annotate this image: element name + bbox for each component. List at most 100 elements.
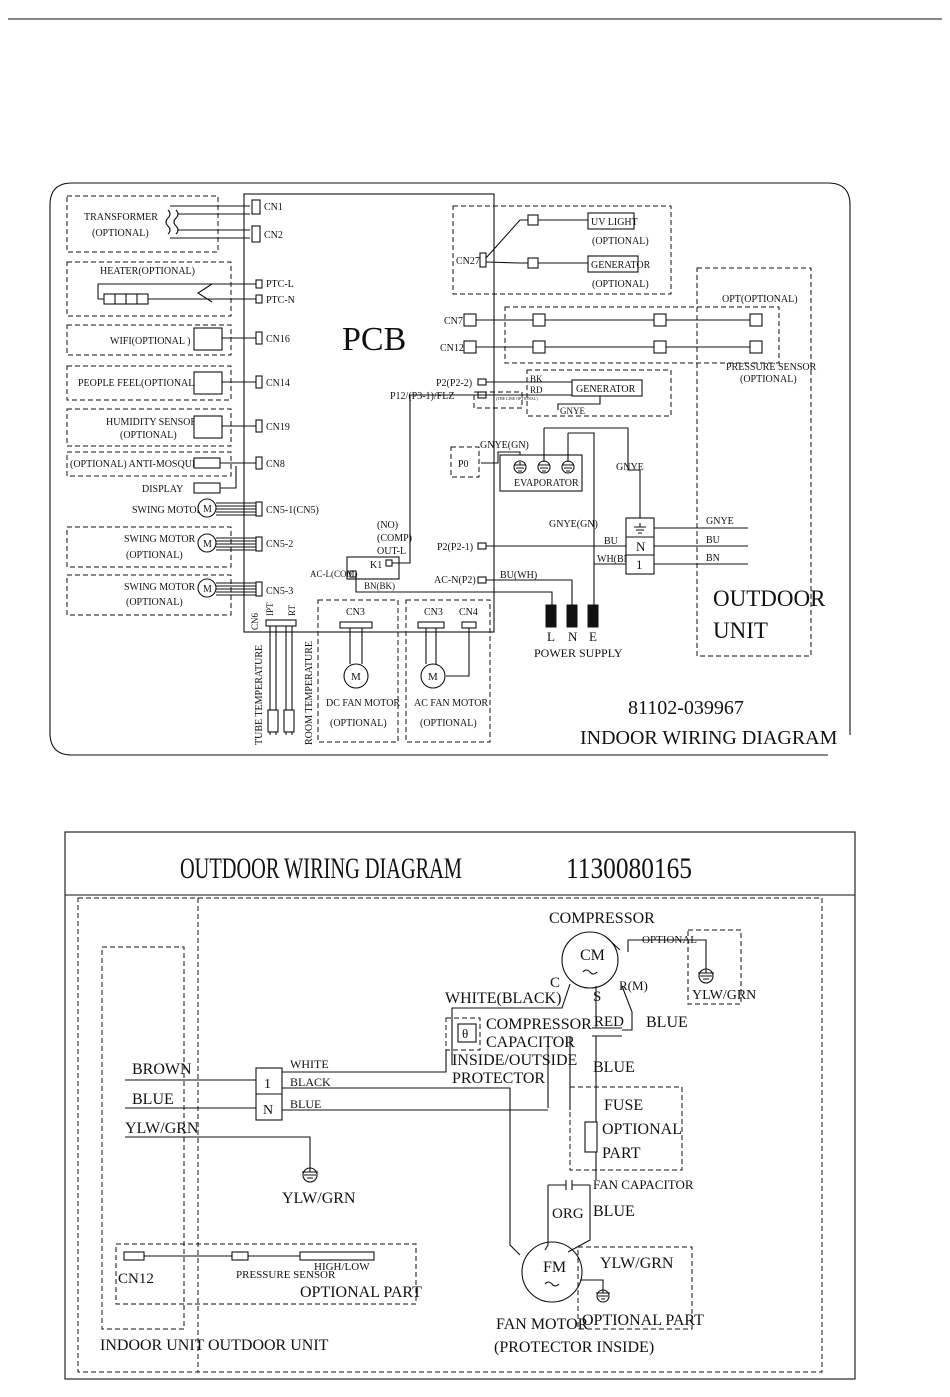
fan-motor-icon <box>521 1241 583 1303</box>
ylwgrn-ground-label: YLW/GRN <box>282 1190 356 1207</box>
outdoor-unit-label: OUTDOOR UNIT <box>208 1337 329 1354</box>
fuse-label: FUSE <box>604 1097 643 1114</box>
ground-icon-fm <box>596 1290 610 1300</box>
bn-bk-label: BN(BK) <box>364 581 395 591</box>
outdoor-wiring-diagram: OUTDOOR WIRING DIAGRAM 1130080165 COMPRE… <box>64 831 856 1380</box>
blue-right-label: BLUE <box>646 1014 688 1031</box>
dc-fan-motor-icon <box>343 663 369 689</box>
cn4-label: CN4 <box>459 607 478 618</box>
cn12-label: CN12 <box>118 1271 154 1287</box>
ylwgrn-label: YLW/GRN <box>125 1120 199 1137</box>
dc-cn3-label: CN3 <box>346 607 365 618</box>
pressure-sensor-label: PRESSURE SENSOR <box>726 362 817 373</box>
out-l-label: OUT-L <box>377 546 406 557</box>
humidity-optional: (OPTIONAL) <box>120 430 177 441</box>
people-feel-box <box>66 365 232 401</box>
outdoor-part-number: 1130080165 <box>566 852 692 885</box>
fan-capacitor-label: FAN CAPACITOR <box>593 1177 694 1192</box>
svg-text:M: M <box>351 671 361 683</box>
transformer-coil-icon <box>165 209 179 235</box>
svg-text:M: M <box>203 584 212 595</box>
ylwgrn-top-label: YLW/GRN <box>692 988 756 1003</box>
pcb-board <box>243 193 495 633</box>
out-bu-label: BU <box>706 535 721 546</box>
power-n-terminal <box>566 604 578 628</box>
tiny-note: (THE LINE OPTIONAL) <box>496 396 538 401</box>
generator-1-label: GENERATOR <box>591 260 651 271</box>
gnye-gn2-label: GNYE(GN) <box>549 519 598 530</box>
compressor-icon <box>561 931 619 989</box>
cn5-3-label: CN5-3 <box>266 586 293 597</box>
outdoor-frame <box>64 831 856 1380</box>
cn27-label: CN27 <box>456 256 480 267</box>
ac-n-label: AC-N(P2) <box>434 575 476 586</box>
dc-fan-label: DC FAN MOTOR <box>326 698 400 709</box>
pressure-sensor-optional: (OPTIONAL) <box>740 374 797 385</box>
opt-optional-label: OPT(OPTIONAL) <box>722 294 798 305</box>
brown-label: BROWN <box>132 1061 192 1078</box>
p0-label: P0 <box>458 459 469 470</box>
people-feel-label: PEOPLE FEEL(OPTIONAL) <box>78 378 198 389</box>
transformer-optional: (OPTIONAL) <box>92 228 149 239</box>
rd-label: RD <box>530 385 543 395</box>
cn16-label: CN16 <box>266 334 290 345</box>
org-label: ORG <box>552 1206 584 1222</box>
ac-fan-motor-icon <box>420 663 446 689</box>
swing-motor-3-label: SWING MOTOR <box>124 582 196 593</box>
gnye-gn-label: GNYE(GN) <box>480 440 529 451</box>
compressor-label: COMPRESSOR <box>549 910 655 927</box>
indoor-frame <box>49 182 851 756</box>
optional-ground-box <box>687 929 742 1005</box>
cn19-label: CN19 <box>266 422 290 433</box>
white-small-label: WHITE <box>290 1057 329 1071</box>
outdoor-unit-label-1: OUTDOOR <box>713 586 826 611</box>
cn7-label: CN7 <box>444 316 463 327</box>
humidity-label: HUMIDITY SENSOR <box>106 417 197 428</box>
protector-icon <box>457 1023 477 1043</box>
display-label: DISPLAY <box>142 484 183 495</box>
r-label: R(M) <box>619 978 648 993</box>
wifi-box <box>66 324 232 356</box>
pcb-label: PCB <box>342 321 406 358</box>
cn6-label: CN6 <box>250 612 260 630</box>
outdoor-dashed-border <box>77 897 823 1373</box>
p0-box <box>450 446 480 478</box>
ptc-n-label: PTC-N <box>266 295 295 306</box>
swing-motor-1-label: SWING MOTOR <box>132 505 204 516</box>
swing-motor-2-label: SWING MOTOR <box>124 534 196 545</box>
p2-1-label: P2(P2-1) <box>437 542 473 553</box>
fuse-optional-box <box>569 1086 683 1171</box>
comp-label: (COMP) <box>377 533 412 544</box>
terminal-n-label: N <box>636 539 646 554</box>
fuse-icon <box>584 1121 598 1153</box>
swing-motor-3-icon <box>197 578 217 598</box>
fm-label: FM <box>543 1259 566 1276</box>
red-label: RED <box>594 1014 624 1030</box>
fan-motor-optional-box <box>577 1246 693 1330</box>
evaporator-label: EVAPORATOR <box>514 478 579 489</box>
fan-motor-label: FAN MOTOR <box>496 1316 589 1333</box>
s-label: S <box>593 989 601 1005</box>
pressure-sensor-label: PRESSURE SENSOR <box>236 1269 336 1281</box>
rt-label: RT <box>287 605 297 616</box>
theta-label: θ <box>462 1026 468 1041</box>
generator-2-label: GENERATOR <box>576 384 636 395</box>
room-temperature-label: ROOM TEMPERATURE <box>304 641 315 745</box>
cn14-label: CN14 <box>266 378 290 389</box>
uv-light-optional: (OPTIONAL) <box>592 236 649 247</box>
p12-label: P12/(P3-1)/FLZ <box>390 391 454 402</box>
p2-2-label: P2(P2-2) <box>436 378 472 389</box>
terminal-ground-icon <box>634 523 646 534</box>
no-comp-label: (NO) <box>377 520 398 531</box>
uv-light-label: UV LIGHT <box>591 217 638 228</box>
outdoor-diagram-title: OUTDOOR WIRING DIAGRAM <box>180 852 462 885</box>
svg-text:M: M <box>203 539 212 550</box>
cn2-connector <box>251 225 261 243</box>
compressor-capacitor-label-1: COMPRESSOR <box>486 1016 592 1033</box>
cn1-connector <box>251 199 261 215</box>
generator-2-box <box>571 379 643 397</box>
outdoor-unit-label-2: UNIT <box>713 618 768 643</box>
humidity-box <box>66 408 232 447</box>
wifi-label: WIFI(OPTIONAL ) <box>110 336 190 347</box>
wh-bn-label: WH(BN) <box>597 554 634 565</box>
